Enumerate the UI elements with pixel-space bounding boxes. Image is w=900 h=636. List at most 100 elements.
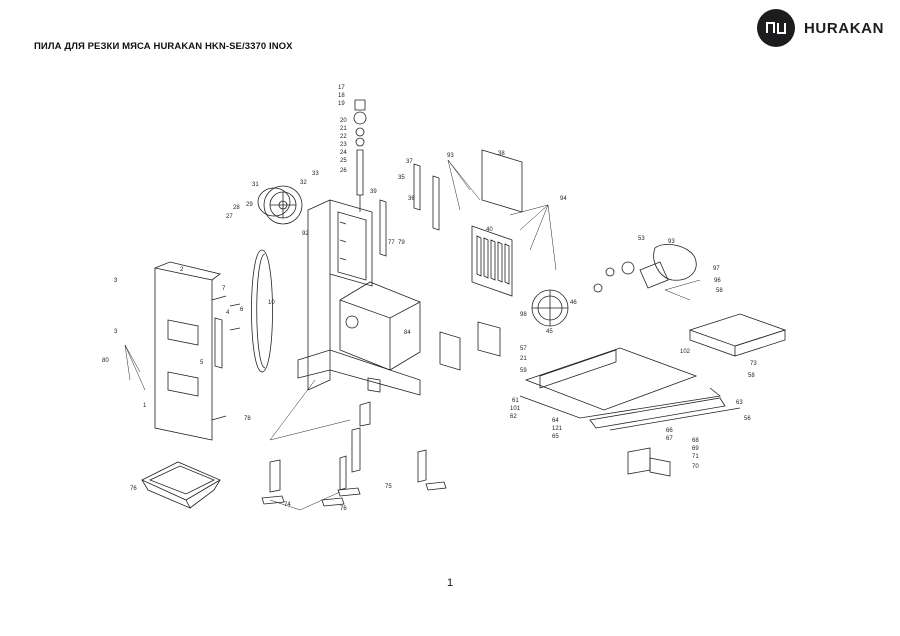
svg-text:56: 56 (744, 416, 751, 422)
svg-text:45: 45 (546, 329, 553, 335)
svg-text:67: 67 (666, 436, 673, 442)
svg-text:27: 27 (226, 214, 233, 220)
svg-text:37: 37 (406, 159, 413, 165)
handwheel-right (531, 289, 569, 327)
svg-text:63: 63 (736, 400, 743, 406)
sliding-table (688, 313, 787, 357)
svg-text:38: 38 (498, 151, 505, 157)
svg-text:6: 6 (240, 307, 244, 313)
svg-text:1: 1 (143, 403, 147, 409)
svg-text:97: 97 (713, 266, 720, 272)
svg-text:96: 96 (714, 278, 721, 284)
legs (269, 401, 427, 493)
svg-text:21: 21 (340, 126, 347, 132)
svg-text:3: 3 (114, 278, 118, 284)
svg-text:53: 53 (638, 236, 645, 242)
brand-logo: HURAKAN (757, 9, 884, 47)
svg-text:29: 29 (246, 202, 253, 208)
fence-bracket (439, 321, 501, 371)
svg-text:79: 79 (398, 240, 405, 246)
svg-text:93: 93 (668, 239, 675, 245)
svg-text:5: 5 (200, 360, 204, 366)
page-number: 1 (446, 577, 454, 589)
svg-text:80: 80 (102, 358, 109, 364)
svg-text:4: 4 (226, 310, 230, 316)
svg-text:73: 73 (750, 361, 757, 367)
brand-name: HURAKAN (804, 19, 885, 37)
svg-text:2: 2 (180, 267, 184, 273)
svg-text:58: 58 (716, 288, 723, 294)
svg-text:68: 68 (692, 438, 699, 444)
guide-shaft (353, 99, 367, 212)
svg-text:75: 75 (385, 484, 392, 490)
svg-text:3: 3 (114, 329, 118, 335)
side-panel (481, 149, 523, 213)
base-plate (297, 349, 421, 396)
handwheel-left (257, 187, 291, 217)
motor-housing (339, 281, 421, 371)
svg-text:94: 94 (560, 196, 567, 202)
svg-text:66: 66 (666, 428, 673, 434)
svg-text:84: 84 (404, 330, 411, 336)
feet (261, 481, 447, 507)
svg-text:76: 76 (130, 486, 137, 492)
svg-text:28: 28 (233, 205, 240, 211)
svg-text:70: 70 (692, 464, 699, 470)
svg-text:98: 98 (520, 312, 527, 318)
svg-text:61: 61 (512, 398, 519, 404)
louvered-cover (471, 225, 513, 297)
svg-text:77: 77 (388, 240, 395, 246)
svg-text:24: 24 (340, 150, 347, 156)
svg-text:78: 78 (244, 416, 251, 422)
upper-wheel (263, 185, 303, 225)
svg-text:23: 23 (340, 142, 347, 148)
svg-text:10: 10 (268, 300, 275, 306)
svg-text:33: 33 (312, 171, 319, 177)
motor-assembly (593, 244, 697, 293)
hinge-bar (214, 303, 241, 369)
svg-text:57: 57 (520, 346, 527, 352)
svg-text:25: 25 (340, 158, 347, 164)
drip-tray (141, 461, 221, 509)
svg-text:101: 101 (510, 406, 521, 412)
svg-text:121: 121 (552, 426, 563, 432)
svg-text:40: 40 (486, 227, 493, 233)
svg-text:18: 18 (338, 93, 345, 99)
svg-text:39: 39 (370, 189, 377, 195)
svg-text:58: 58 (748, 373, 755, 379)
svg-text:93: 93 (447, 153, 454, 159)
saw-blade (251, 249, 273, 373)
leader-lines (124, 159, 701, 511)
svg-text:46: 46 (570, 300, 577, 306)
svg-text:76: 76 (340, 506, 347, 512)
guide-rail (379, 163, 440, 257)
svg-text:65: 65 (552, 434, 559, 440)
brand-logo-icon (757, 9, 795, 47)
svg-text:17: 17 (338, 85, 345, 91)
svg-text:7: 7 (222, 286, 226, 292)
svg-text:92: 92 (302, 231, 309, 237)
svg-text:35: 35 (398, 175, 405, 181)
svg-text:31: 31 (252, 182, 259, 188)
svg-text:74: 74 (284, 502, 291, 508)
svg-text:26: 26 (340, 168, 347, 174)
table-frame (519, 347, 741, 431)
svg-text:32: 32 (300, 180, 307, 186)
main-column (307, 199, 373, 391)
svg-text:62: 62 (510, 414, 517, 420)
svg-text:20: 20 (340, 118, 347, 124)
svg-text:69: 69 (692, 446, 699, 452)
svg-text:64: 64 (552, 418, 559, 424)
left-door-panel (154, 261, 227, 441)
svg-text:36: 36 (408, 196, 415, 202)
svg-text:19: 19 (338, 101, 345, 107)
svg-text:102: 102 (680, 349, 691, 355)
svg-text:22: 22 (340, 134, 347, 140)
support-bracket (627, 447, 671, 477)
svg-text:59: 59 (520, 368, 527, 374)
svg-text:71: 71 (692, 454, 699, 460)
document-title: ПИЛА ДЛЯ РЕЗКИ МЯСА HURAKAN HKN-SE/3370 … (34, 41, 293, 52)
svg-text:21: 21 (520, 356, 527, 362)
